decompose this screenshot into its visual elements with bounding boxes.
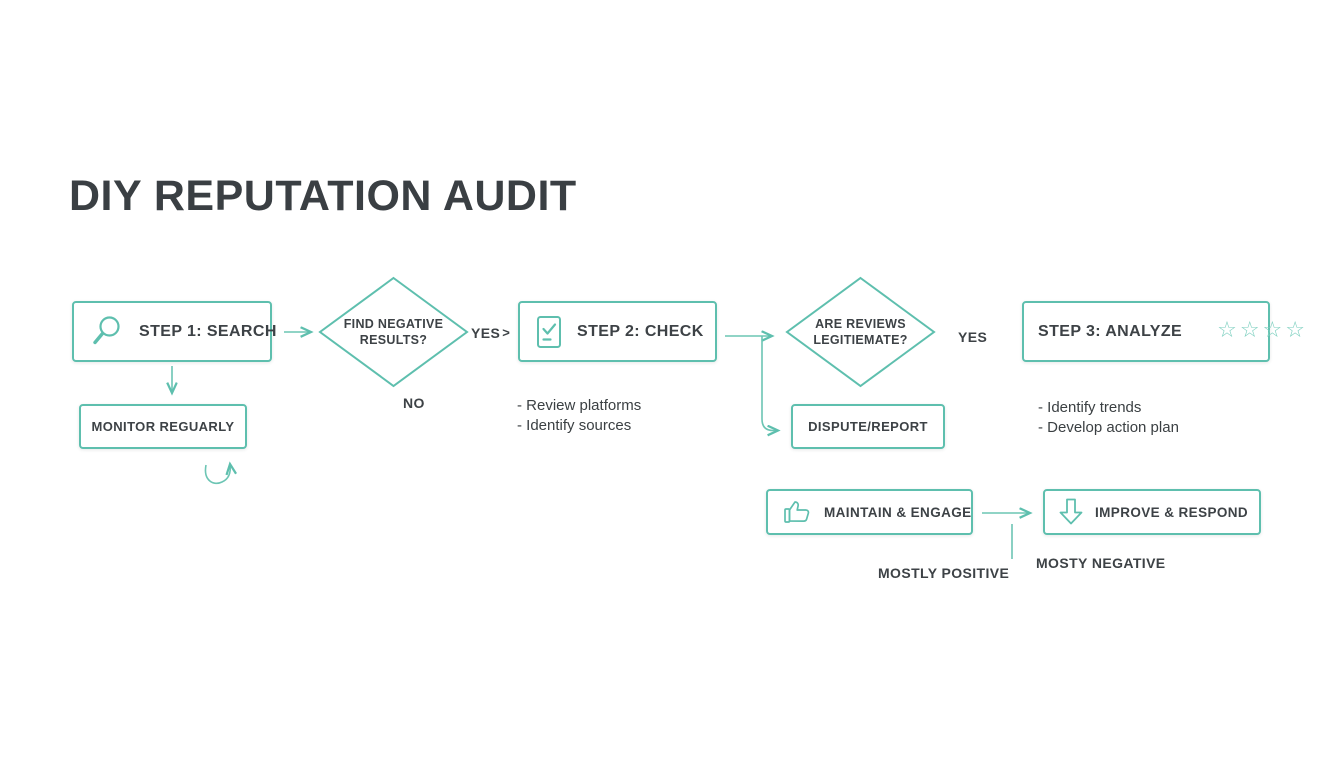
thumbs-up-icon	[781, 497, 813, 527]
step2-notes: - Review platforms - Identify sources	[517, 396, 641, 436]
step3-note-1: - Identify trends	[1038, 399, 1142, 416]
step3-label: STEP 3: ANALYZE	[1038, 322, 1183, 340]
mostly-positive-label: MOSTLY POSITIVE	[878, 565, 1010, 581]
step2-label: STEP 2: CHECK	[577, 322, 704, 340]
decision2-line1: ARE REVIEWS	[815, 317, 906, 331]
search-icon	[88, 313, 126, 351]
arrow-decision2-to-dispute	[761, 336, 778, 431]
decision2-line2: LEGITIEMATE?	[813, 333, 908, 347]
star-rating-icon: ☆☆☆☆	[1217, 317, 1308, 343]
yes-label-2: YES	[958, 329, 988, 345]
monitor-regularly-node: MONITOR REGUARLY	[79, 404, 247, 449]
step3-analyze-node: STEP 3: ANALYZE ☆☆☆☆	[1022, 301, 1305, 362]
decision1-line1: FIND NEGATIVE	[343, 317, 444, 331]
step2-note-2: - Identify sources	[517, 417, 632, 434]
mostly-negative-label: MOSTY NEGATIVE	[1036, 555, 1166, 571]
no-label-1: NO	[403, 395, 425, 411]
yes1-chevron-icon: >	[502, 325, 511, 340]
page-title: DIY REPUTATION AUDIT	[69, 172, 577, 220]
step3-notes: - Identify trends - Develop action plan	[1038, 398, 1179, 438]
decision2-text: ARE REVIEWS LEGITIEMATE?	[785, 276, 936, 388]
step1-label: STEP 1: SEARCH	[139, 322, 277, 340]
step2-note-1: - Review platforms	[517, 397, 642, 414]
decision-reviews-legitimate: ARE REVIEWS LEGITIEMATE?	[785, 276, 936, 388]
step1-search-node: STEP 1: SEARCH	[72, 301, 276, 362]
improve-respond-node: IMPROVE & RESPOND	[1043, 489, 1261, 535]
decision-find-negative-results: FIND NEGATIVE RESULTS?	[318, 276, 469, 388]
decision1-text: FIND NEGATIVE RESULTS?	[318, 276, 469, 388]
diamond-shape	[785, 276, 936, 388]
step2-check-node: STEP 2: CHECK	[518, 301, 717, 362]
maintain-engage-node: MAINTAIN & ENGAGE	[766, 489, 973, 535]
yes-label-1: YES>	[471, 325, 510, 341]
down-arrow-icon	[1058, 497, 1084, 527]
improve-label: IMPROVE & RESPOND	[1095, 504, 1249, 520]
checklist-icon	[534, 314, 564, 350]
maintain-label: MAINTAIN & ENGAGE	[824, 504, 972, 520]
decision1-line2: RESULTS?	[359, 333, 428, 347]
step3-note-2: - Develop action plan	[1038, 419, 1179, 436]
yes1-text: YES	[471, 325, 501, 341]
diamond-shape	[318, 276, 469, 388]
dispute-report-node: DISPUTE/REPORT	[791, 404, 945, 449]
monitor-label: MONITOR REGUARLY	[91, 419, 235, 434]
loop-arrow-icon	[204, 464, 230, 485]
dispute-label: DISPUTE/REPORT	[808, 419, 928, 434]
